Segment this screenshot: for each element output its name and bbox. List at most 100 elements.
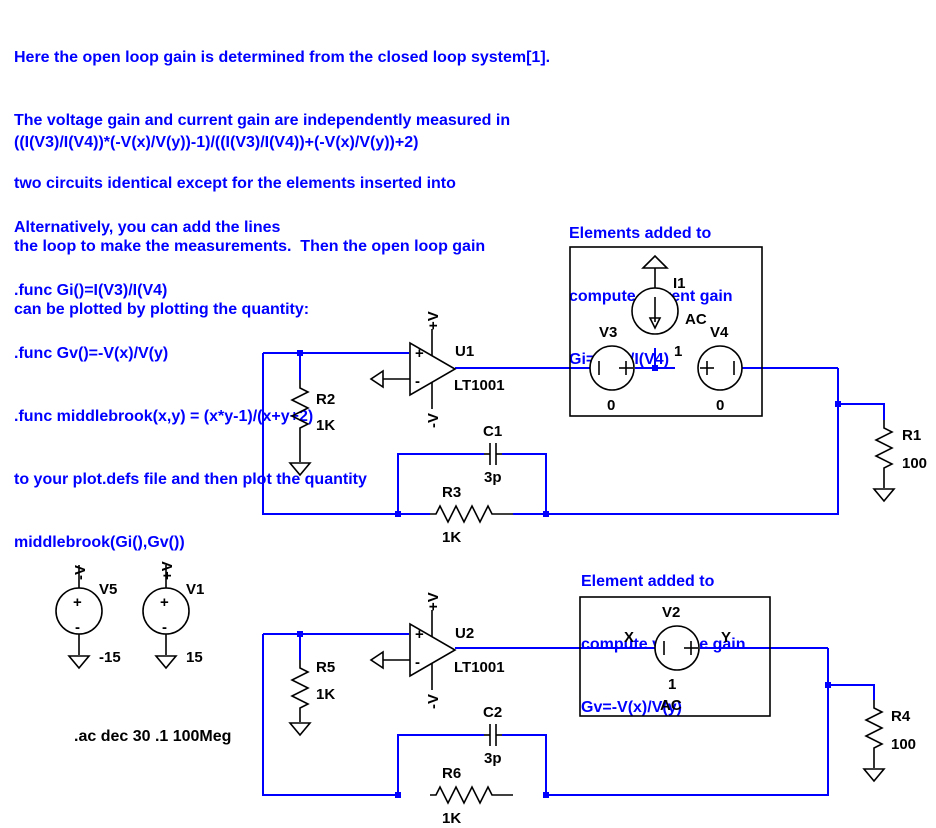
v1-minus: - <box>162 619 167 636</box>
u2-vplus-label: +V <box>425 592 442 611</box>
intro-line: The voltage gain and current gain are in… <box>14 112 511 129</box>
note-line: Element added to <box>581 573 715 590</box>
junction-dot <box>395 511 401 517</box>
v1-label: V1 <box>186 581 204 598</box>
wires-top <box>262 348 885 515</box>
minus-sign: - <box>415 654 420 671</box>
junction-dot <box>395 792 401 798</box>
r1-label: R1 <box>902 427 921 444</box>
alt-line: Alternatively, you can add the lines <box>14 219 281 236</box>
u2-vminus-label: -V <box>425 694 442 709</box>
v2-ac: AC <box>660 697 682 714</box>
note-line: Gv=-V(x)/V(y) <box>581 699 682 716</box>
i1-label: I1 <box>673 275 686 292</box>
current-gain-box <box>569 246 763 417</box>
r3-value: 1K <box>442 529 461 546</box>
r2-value: 1K <box>316 417 335 434</box>
u1-model: LT1001 <box>454 377 505 394</box>
u1-label: U1 <box>455 343 474 360</box>
v2-value: 1 <box>668 676 676 693</box>
resistor-r2: R2 1K <box>288 380 335 477</box>
u2-label: U2 <box>455 625 474 642</box>
r5-value: 1K <box>316 686 335 703</box>
v3-value: 0 <box>607 397 615 414</box>
capacitor-c2: C2 3p <box>483 704 502 767</box>
intro-line: the loop to make the measurements. Then … <box>14 238 486 255</box>
plus-sign: + <box>415 626 424 643</box>
junction-dot <box>297 631 303 637</box>
opamp-u1: + - U1 LT1001 +V -V <box>369 311 505 428</box>
node-x-label: X <box>624 629 634 646</box>
r3-label: R3 <box>442 484 461 501</box>
c2-label: C2 <box>483 704 502 721</box>
r5-label: R5 <box>316 659 335 676</box>
junction-dots-top <box>297 350 841 517</box>
plus-sign: + <box>415 345 424 362</box>
resistor-r3: R3 1K <box>430 484 513 546</box>
alt-line: .func Gv()=-V(x)/V(y) <box>14 345 169 362</box>
r1-value: 100 <box>902 455 927 472</box>
v4-label: V4 <box>710 324 729 341</box>
formula-text: ((I(V3)/I(V4))*(-V(x)/V(y))-1)/((I(V3)/I… <box>14 134 419 151</box>
v2-label: V2 <box>662 604 680 621</box>
intro-line: can be plotted by plotting the quantity: <box>14 301 310 318</box>
i1-ac: AC <box>685 311 707 328</box>
v1-node-label: +V <box>159 561 176 580</box>
v5-minus: - <box>75 619 80 636</box>
v4-value: 0 <box>716 397 724 414</box>
ac-directive: .ac dec 30 .1 100Meg <box>74 728 231 745</box>
resistor-r5: R5 1K <box>288 659 335 737</box>
intro-text: Here the open loop gain is determined fr… <box>14 5 550 362</box>
u2-model: LT1001 <box>454 659 505 676</box>
source-v5: + - -V V5 -15 <box>55 565 121 670</box>
c1-label: C1 <box>483 423 502 440</box>
v5-label: V5 <box>99 581 117 598</box>
r6-value: 1K <box>442 810 461 827</box>
wires-bottom <box>262 633 875 796</box>
u1-vminus-label: -V <box>425 413 442 428</box>
r4-label: R4 <box>891 708 911 725</box>
capacitor-c1: C1 3p <box>483 423 502 486</box>
intro-line: Here the open loop gain is determined fr… <box>14 49 551 66</box>
v1-plus: + <box>160 594 169 611</box>
source-v2: V2 1 AC X Y <box>624 604 731 714</box>
junction-dot <box>825 682 831 688</box>
v5-plus: + <box>73 594 82 611</box>
r6-label: R6 <box>442 765 461 782</box>
resistor-r6: R6 1K <box>430 765 513 827</box>
resistor-r4: R4 100 <box>862 700 916 783</box>
alt-line: .func middlebrook(x,y) = (x*y-1)/(x+y+2) <box>14 408 314 425</box>
v1-value: 15 <box>186 649 203 666</box>
current-source-i1: I1 AC 1 <box>631 254 707 360</box>
i1-value: 1 <box>674 343 682 360</box>
c2-value: 3p <box>484 750 502 767</box>
v3-label: V3 <box>599 324 617 341</box>
minus-sign: - <box>415 373 420 390</box>
node-y-label: Y <box>721 629 731 646</box>
alt-line: middlebrook(Gi(),Gv()) <box>14 534 185 551</box>
alternative-text: Alternatively, you can add the lines .fu… <box>14 175 367 595</box>
alt-line: to your plot.defs file and then plot the… <box>14 471 367 488</box>
junction-dot <box>297 350 303 356</box>
note-line: Elements added to <box>569 225 712 242</box>
junction-dot <box>543 511 549 517</box>
junction-dot <box>652 365 658 371</box>
c1-value: 3p <box>484 469 502 486</box>
alt-line: .func Gi()=I(V3)/I(V4) <box>14 282 168 299</box>
junction-dot <box>835 401 841 407</box>
junction-dot <box>543 792 549 798</box>
r4-value: 100 <box>891 736 916 753</box>
source-v1: + - +V V1 15 <box>142 561 204 670</box>
source-v4: V4 0 <box>697 324 743 414</box>
u1-vplus-label: +V <box>425 311 442 330</box>
resistor-r1: R1 100 <box>872 420 927 503</box>
r2-label: R2 <box>316 391 335 408</box>
intro-line: two circuits identical except for the el… <box>14 175 456 192</box>
junction-dots-bottom <box>297 631 831 798</box>
source-v3: V3 0 <box>589 324 635 414</box>
voltage-gain-box <box>579 596 771 717</box>
v5-node-label: -V <box>72 565 89 580</box>
opamp-u2: + - U2 LT1001 +V -V <box>369 592 505 709</box>
